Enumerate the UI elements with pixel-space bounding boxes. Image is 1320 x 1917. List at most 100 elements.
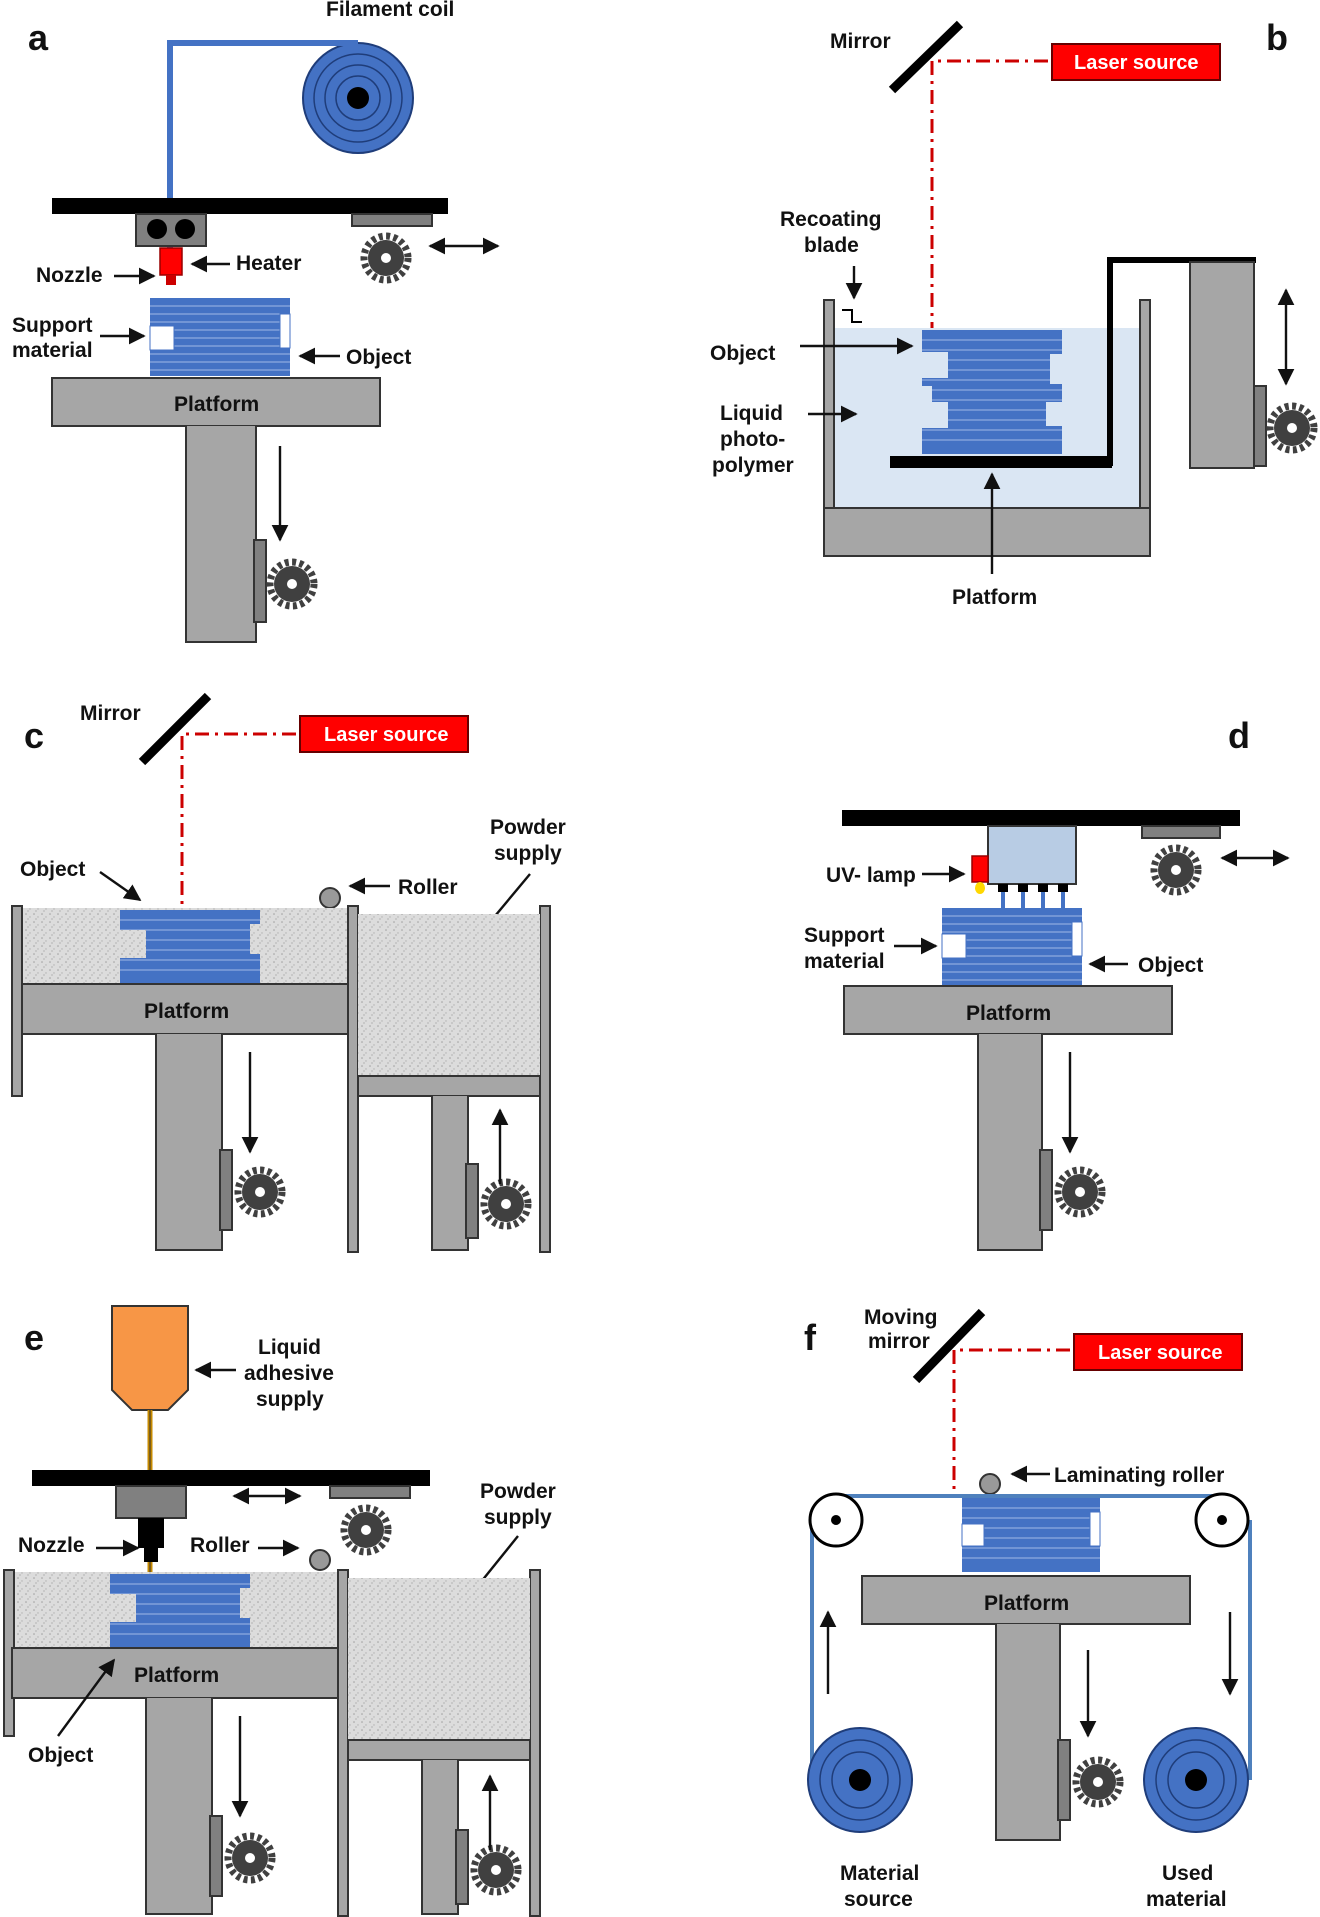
label-recoating-blade-1: Recoating (780, 208, 882, 231)
label-heater: Heater (236, 252, 301, 275)
label-laminating-roller: Laminating roller (1054, 1464, 1224, 1487)
label-support-material-1: Support (12, 314, 92, 337)
label-object: Object (346, 346, 411, 369)
label-filament-coil: Filament coil (326, 0, 454, 21)
label-platform-c: Platform (144, 1000, 229, 1023)
panel-letter-a: a (28, 17, 49, 58)
gear-icon (234, 1166, 286, 1218)
panel-letter-d: d (1228, 715, 1250, 756)
platform-d (843, 985, 1173, 1035)
mirror-b (888, 20, 964, 94)
label-powder-supply-e-1: Powder (480, 1480, 556, 1503)
panel-letter-c: c (24, 715, 44, 756)
object-layers-d (941, 908, 1083, 986)
gear-icon (480, 1178, 532, 1230)
label-object-b: Object (710, 342, 775, 365)
label-adhesive-3: supply (256, 1388, 324, 1411)
label-moving-mirror-2: mirror (868, 1330, 930, 1353)
label-nozzle: Nozzle (36, 264, 103, 287)
label-adhesive-1: Liquid (258, 1336, 321, 1359)
label-nozzle-e: Nozzle (18, 1534, 85, 1557)
panel-b: b Mirror Laser source Recoating blade (710, 17, 1318, 609)
label-laser-source-c: Laser source (324, 724, 449, 746)
label-object-e: Object (28, 1744, 93, 1767)
label-platform-e: Platform (134, 1664, 219, 1687)
label-laser-source-f: Laser source (1098, 1342, 1223, 1364)
label-liquid-1: Liquid (720, 402, 783, 425)
used-material-coil-icon (1143, 1727, 1249, 1833)
panel-letter-b: b (1266, 17, 1288, 58)
label-liquid-2: photo- (720, 428, 785, 451)
label-liquid-3: polymer (712, 454, 794, 477)
rack-a-top (351, 213, 433, 227)
laser-source-f (1073, 1333, 1243, 1371)
filament-coil-icon (302, 42, 414, 154)
material-belt (810, 1494, 1252, 1780)
panel-e: e Liquid adhesive supply Powder supply N… (3, 1305, 556, 1917)
label-support-material-2: material (12, 339, 93, 362)
panel-f: f Moving mirror Laser source Laminating … (804, 1306, 1252, 1911)
panel-d: d UV- lamp (804, 715, 1290, 1251)
label-roller-c: Roller (398, 876, 458, 899)
laser-source-b (1051, 43, 1221, 81)
label-used-material-1: Used (1162, 1862, 1213, 1885)
panel-c: c Mirror Laser source Powder supply Obje… (11, 692, 566, 1253)
label-powder-supply-c-2: supply (494, 842, 562, 865)
gear-icon (1150, 844, 1202, 896)
label-material-source-2: source (844, 1888, 913, 1911)
label-platform-b: Platform (952, 586, 1037, 609)
platform-b (890, 456, 1112, 468)
label-uv-lamp: UV- lamp (826, 864, 916, 887)
gear-icon (360, 232, 412, 284)
label-support-material-d-2: material (804, 950, 885, 973)
powder-supply-c (358, 914, 540, 1076)
roller-e (309, 1549, 331, 1571)
panel-letter-e: e (24, 1317, 44, 1358)
gantry-bar-d (842, 810, 1240, 826)
gear-icon (1266, 402, 1318, 454)
gear-icon (224, 1832, 276, 1884)
extruder-block (135, 213, 207, 247)
label-moving-mirror-1: Moving (864, 1306, 938, 1329)
label-roller-e: Roller (190, 1534, 250, 1557)
vat-base (823, 507, 1151, 557)
adhesive-supply-tank (111, 1305, 189, 1411)
label-material-source-1: Material (840, 1862, 919, 1885)
elevator-column-b (1189, 261, 1255, 469)
object-layers-c (120, 910, 260, 984)
object-layers-b (922, 330, 1062, 454)
label-recoating-blade-2: blade (804, 234, 859, 257)
panel-letter-f: f (804, 1317, 817, 1358)
rack-a (253, 539, 267, 623)
laser-beam-b (930, 59, 1048, 330)
object-layers-e (110, 1574, 250, 1648)
uv-lamp-d (971, 855, 989, 883)
filament-strand (167, 40, 358, 250)
laser-source-c (299, 715, 469, 753)
label-platform: Platform (174, 393, 259, 416)
label-mirror-c: Mirror (80, 702, 141, 725)
platform-c (21, 983, 349, 1035)
object-layers-a (149, 298, 291, 376)
label-platform-f: Platform (984, 1592, 1069, 1615)
label-powder-supply-e-2: supply (484, 1506, 552, 1529)
object-layers-f (961, 1498, 1101, 1572)
label-platform-d: Platform (966, 1002, 1051, 1025)
powder-supply-e (348, 1578, 530, 1740)
label-powder-supply-c-1: Powder (490, 816, 566, 839)
label-mirror: Mirror (830, 30, 891, 53)
label-adhesive-2: adhesive (244, 1362, 334, 1385)
label-laser-source: Laser source (1074, 52, 1199, 74)
heater-nozzle (159, 247, 183, 276)
gear-icon (1072, 1756, 1124, 1808)
platform-column-a (185, 426, 257, 643)
label-object-c: Object (20, 858, 85, 881)
roller-c (319, 887, 341, 909)
print-head-d (987, 825, 1077, 885)
material-source-coil-icon (807, 1727, 913, 1833)
gantry-bar (52, 198, 448, 214)
laminating-roller (979, 1473, 1001, 1495)
platform-a (51, 377, 381, 427)
label-support-material-d-1: Support (804, 924, 884, 947)
